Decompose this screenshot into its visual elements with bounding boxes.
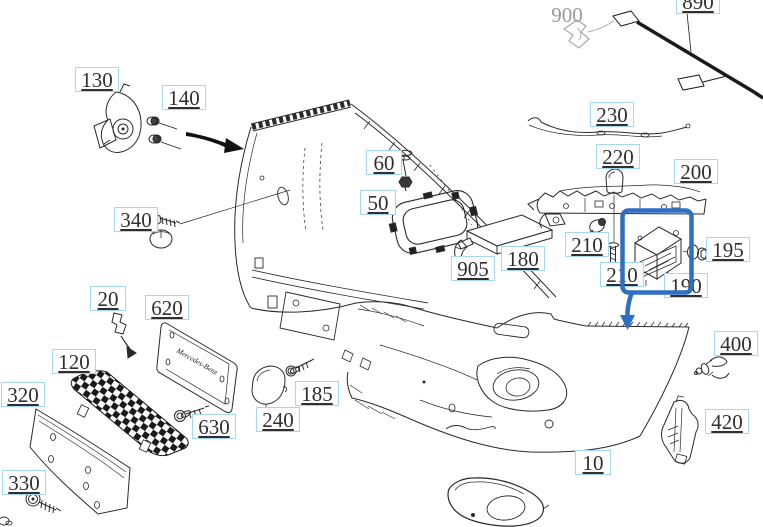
bumper-cover	[346, 301, 690, 453]
part-label-240[interactable]: 240	[256, 407, 300, 432]
mesh-grille-part	[70, 370, 189, 457]
part-label-905[interactable]: 905	[451, 256, 495, 281]
part-label-130[interactable]: 130	[75, 67, 119, 92]
part-label-400[interactable]: 400	[714, 331, 758, 356]
bracket-420-part	[661, 395, 699, 465]
control-module-part	[454, 214, 554, 255]
part-label-185[interactable]: 185	[295, 381, 339, 406]
part-label-420[interactable]: 420	[705, 409, 749, 434]
part-label-180[interactable]: 180	[501, 246, 545, 271]
pointer-arrow	[186, 132, 244, 153]
wiring-harness-part	[612, 10, 763, 100]
clip-400-part	[694, 356, 730, 379]
part-label-190[interactable]: 190	[664, 273, 708, 298]
part-label-20[interactable]: 20	[90, 286, 126, 311]
cable-230-part	[527, 117, 691, 138]
plate-backing-part	[29, 408, 131, 515]
part-label-230[interactable]: 230	[590, 102, 634, 127]
part-label-10[interactable]: 10	[575, 450, 611, 475]
tow-hook-cover-part	[251, 365, 288, 408]
part-label-340[interactable]: 340	[114, 207, 158, 232]
screw-330-part	[0, 491, 62, 526]
part-label-900: 900	[551, 3, 583, 27]
part-label-630[interactable]: 630	[192, 414, 236, 439]
cap-220-part	[605, 168, 624, 242]
part-label-210-lower[interactable]: 210	[600, 262, 644, 287]
fog-lamp-bezel-part	[447, 477, 550, 527]
part-label-195[interactable]: 195	[706, 237, 750, 262]
part-label-60[interactable]: 60	[366, 150, 402, 175]
bumper-inner-shell	[234, 99, 557, 371]
part-label-120[interactable]: 120	[52, 349, 96, 374]
bolt-pair-part	[146, 116, 182, 150]
frame-50-part	[388, 190, 479, 255]
part-label-50[interactable]: 50	[360, 190, 396, 215]
part-label-220[interactable]: 220	[596, 144, 640, 169]
part-label-140[interactable]: 140	[162, 85, 206, 110]
screw-grommet-part	[147, 189, 291, 249]
screw-630-part	[174, 405, 210, 422]
part-label-210-upper[interactable]: 210	[565, 232, 609, 257]
bolt-60-part	[397, 150, 413, 192]
license-plate-holder-part: Mercedes-Benz	[156, 322, 238, 414]
small-bracket-part	[111, 312, 137, 359]
horn-part	[93, 83, 142, 153]
part-label-320[interactable]: 320	[1, 382, 45, 407]
part-label-620[interactable]: 620	[145, 295, 189, 320]
part-label-330[interactable]: 330	[2, 470, 46, 495]
screw-185-part	[285, 358, 315, 377]
part-label-200[interactable]: 200	[674, 159, 718, 184]
carrier-bracket-part	[527, 184, 707, 229]
sensor-900-part	[562, 19, 615, 49]
part-label-890[interactable]: 890	[676, 0, 720, 14]
